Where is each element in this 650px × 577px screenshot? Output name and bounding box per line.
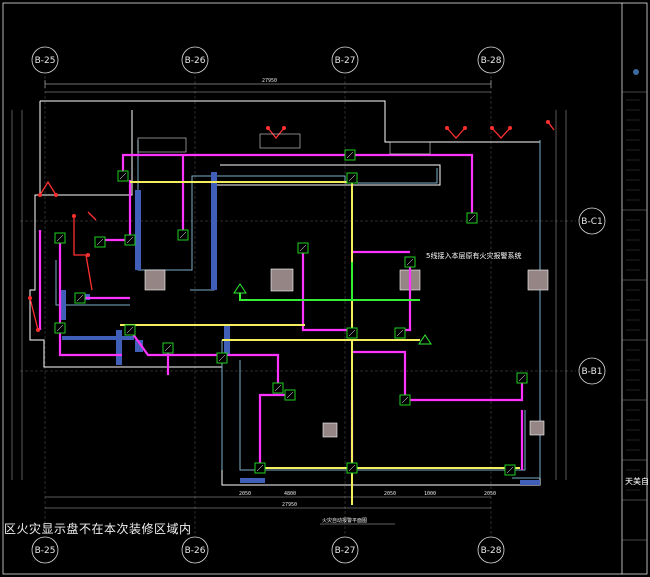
alarm-bell-icon [418,334,432,345]
axis-label: B-28 [481,56,502,66]
trunk-annotation: 5线接入本层原有火灾报警系统 [426,251,521,260]
equipment-boxes [137,133,431,155]
bottom-caption: 区火灾显示盘不在本次装修区域内 [4,522,192,536]
bottom-total-dim: 27950 [282,502,297,508]
axis-bubble-top: B-26 [181,46,209,74]
axis-bubble-right: B-C1 [578,207,606,235]
inner-wall-outline [55,140,541,479]
axis-label: B-26 [185,56,206,66]
dimension-segment: 2050 [484,491,496,497]
red-devices [29,121,555,331]
dimension-segment: 4800 [284,491,296,497]
axis-bubble-bottom: B-27 [331,536,359,564]
axis-bubble-bottom: B-28 [477,536,505,564]
alarm-bell-icon [233,283,247,294]
axis-label: B-28 [481,546,502,556]
yellow-wiring [120,181,520,505]
right-axis-bubbles: B-C1B-B1 [578,207,606,385]
axis-label: B-25 [35,56,56,66]
top-axis-bubbles: B-25 B-26 B-27 B-28 [31,46,505,74]
dimension-segment: 1000 [424,491,436,497]
axis-bubble-top: B-25 [31,46,59,74]
axis-bubble-bottom: B-26 [181,536,209,564]
left-dimension [11,110,23,480]
title-block: 天美自 [622,69,649,541]
axis-label: B-26 [185,546,206,556]
axis-label: B-25 [35,546,56,556]
magenta-wiring [38,153,524,470]
dimension-segment: 2050 [239,491,251,497]
legend-title: 火灾自动报警平面图 [322,517,367,524]
axis-bubble-top: B-28 [477,46,505,74]
logo-icon [633,69,639,75]
axis-bubble-bottom: B-25 [31,536,59,564]
bottom-axis-bubbles: B-25 B-26 B-27 B-28 [31,536,505,564]
red-device-dots [28,120,550,332]
top-dimension: 27950 [44,78,492,93]
dimension-segment: 2050 [384,491,396,497]
axis-bubble-top: B-27 [331,46,359,74]
bottom-dimension: 27950 2050 4800 2050 1000 2050 [45,491,496,509]
structural-columns [144,268,549,438]
axis-label: B-27 [335,546,356,556]
building-walls [29,100,541,486]
axis-bubble-right: B-B1 [578,357,606,385]
right-dimension [555,110,567,480]
title-block-title: 天美自 [625,476,649,486]
detector-devices [54,149,528,476]
axis-label: B-B1 [581,367,602,377]
top-total-dim: 27950 [262,78,277,84]
axis-label: B-C1 [581,217,602,227]
axis-label: B-27 [335,56,356,66]
green-wiring [239,262,420,301]
